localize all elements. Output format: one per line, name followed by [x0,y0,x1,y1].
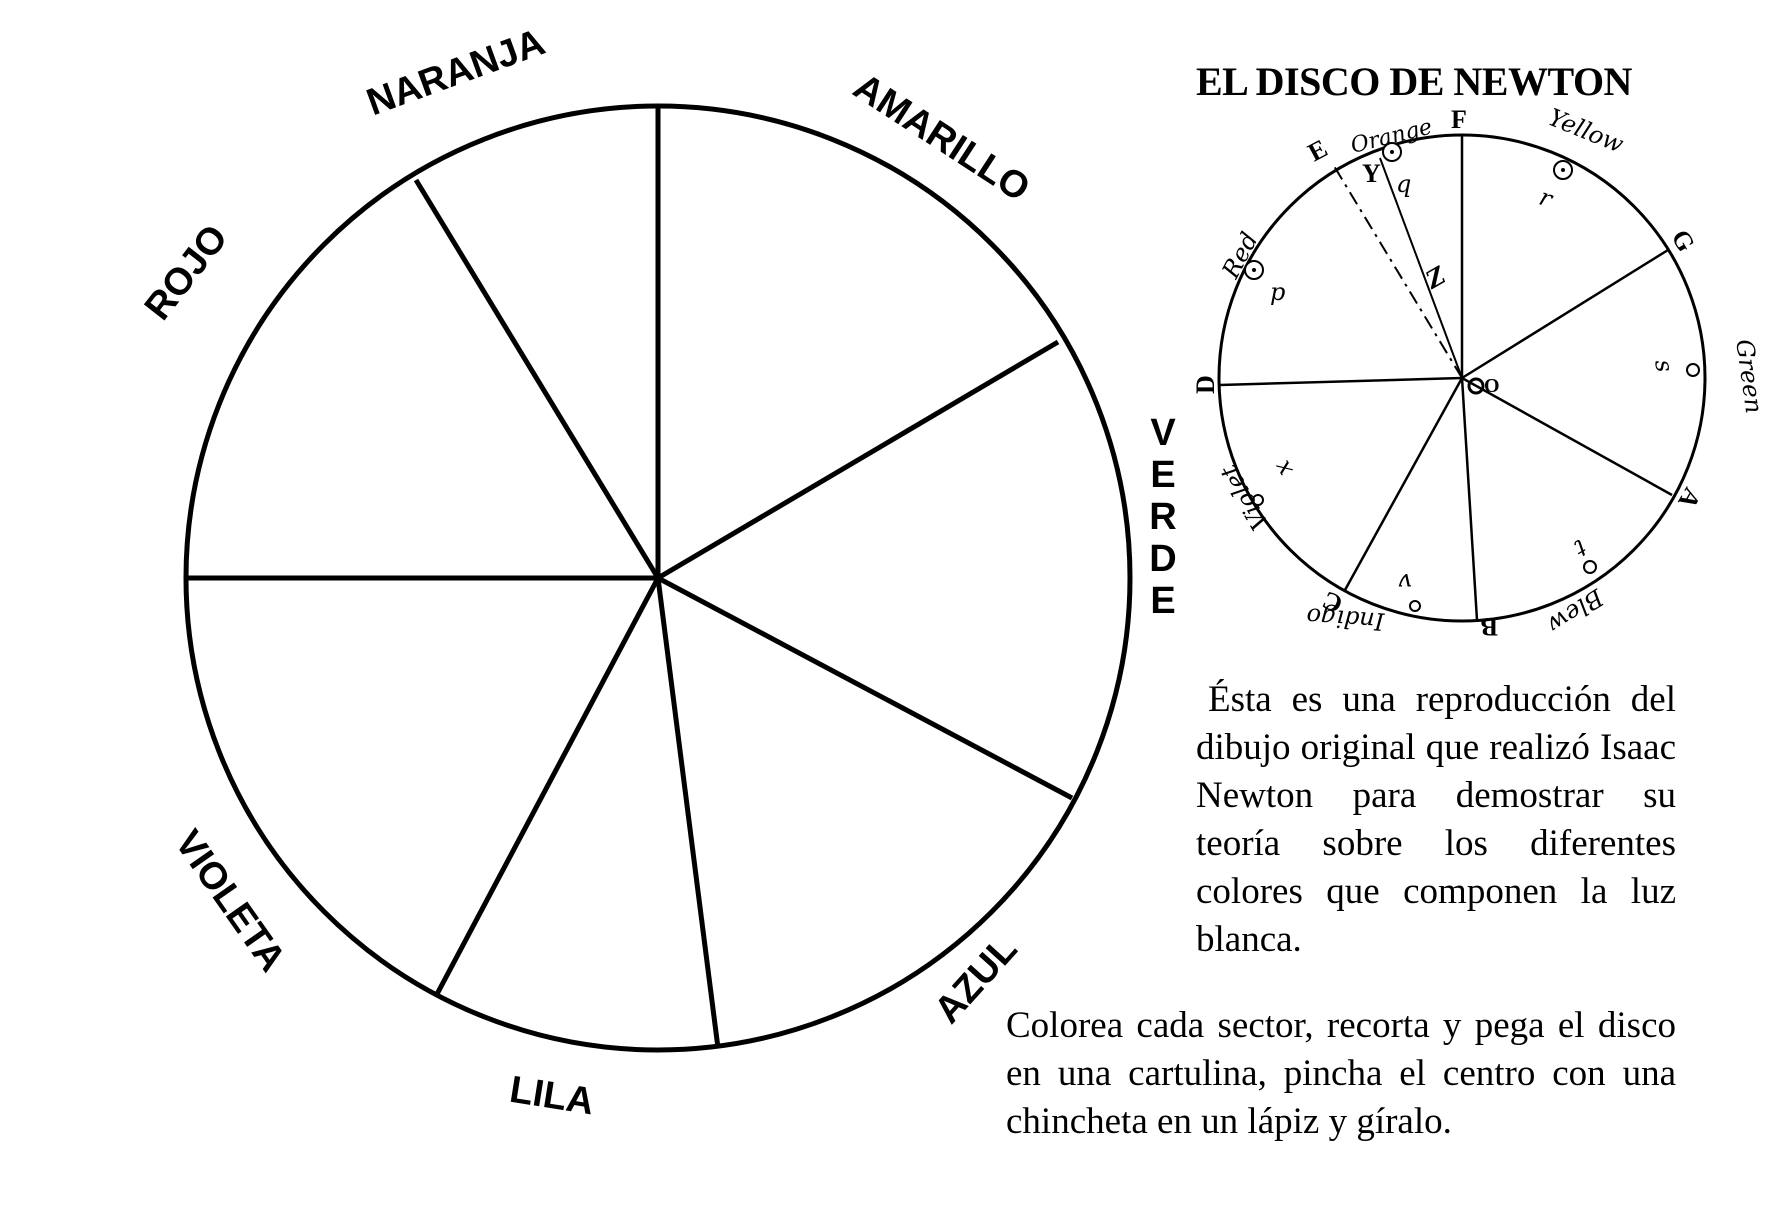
color-violet: Violet [1215,460,1275,535]
mark-q: q [1396,170,1411,198]
point-D: D [1191,375,1220,394]
radius-B [1460,377,1479,621]
sector-divider [655,577,721,1049]
sector-divider [656,575,1074,801]
center-O [1467,377,1485,395]
radius-A [1461,376,1673,497]
radius-Y [1379,157,1463,379]
sector-divider [413,178,661,580]
radius-E [1333,165,1463,379]
instructions-text: Colorea cada sector, recorta y pega el d… [1006,1005,1676,1142]
mark-x: x [1267,455,1298,481]
color-green: Green [1730,337,1768,415]
label-verde: VERDE [1148,412,1178,622]
mark-p: p [1270,278,1285,306]
radius-G [1461,248,1669,380]
radius-C [1343,377,1464,591]
mark-t: t [1569,534,1592,563]
sector-divider [433,576,661,998]
mark-v: v [1398,568,1412,596]
sector-divider [656,339,1060,581]
page-title: EL DISCO DE NEWTON [1196,59,1632,104]
point-Y: Y [1362,159,1381,188]
point-E: E [1303,134,1332,168]
point-O: O [1484,375,1500,397]
marker-blew [1583,560,1597,574]
color-indigo: Indigo [1305,602,1386,635]
radius-D [1219,376,1463,387]
label-verde-text: VERDE [1149,412,1177,622]
mark-s: s [1649,357,1679,374]
marker-indigo [1409,600,1421,612]
description-text: Ésta es una reproducción del dibujo orig… [1196,679,1676,960]
mark-r: r [1536,183,1558,214]
marker-green [1686,363,1700,377]
point-F: F [1451,105,1467,134]
mark-z: Z [1420,260,1452,295]
color-yellow: Yellow [1544,103,1628,158]
marker-violet [1252,494,1264,506]
point-B: B [1481,612,1498,641]
